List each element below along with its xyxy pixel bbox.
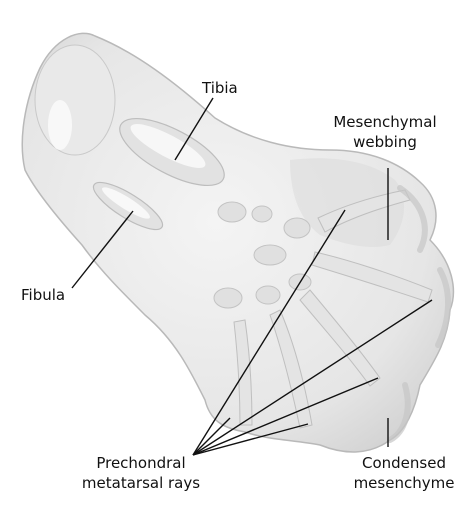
proximal-region: [34, 44, 116, 156]
condensed-rim: [387, 185, 452, 443]
tarsal-condensations: [213, 201, 312, 309]
label-mesenchymal-webbing-line2: webbing: [353, 133, 417, 151]
label-condensed-line2: mesenchyme: [353, 474, 455, 492]
label-tibia: Tibia: [202, 79, 238, 97]
label-fibula: Fibula: [21, 286, 66, 304]
label-mesenchymal-webbing-line1: Mesenchymal: [333, 113, 437, 131]
webbing-shade: [290, 158, 405, 247]
label-prechondral-metatarsal-rays: Prechondral metatarsal rays: [76, 453, 206, 493]
label-prechondral-line1: Prechondral: [96, 454, 186, 472]
label-prechondral-line2: metatarsal rays: [81, 474, 201, 492]
label-condensed-mesenchyme: Condensed mesenchyme: [348, 453, 460, 493]
label-mesenchymal-webbing: Mesenchymal webbing: [322, 112, 448, 152]
metatarsal-rays: [233, 189, 433, 429]
leader-lines: [71, 97, 433, 456]
label-condensed-line1: Condensed: [362, 454, 446, 472]
